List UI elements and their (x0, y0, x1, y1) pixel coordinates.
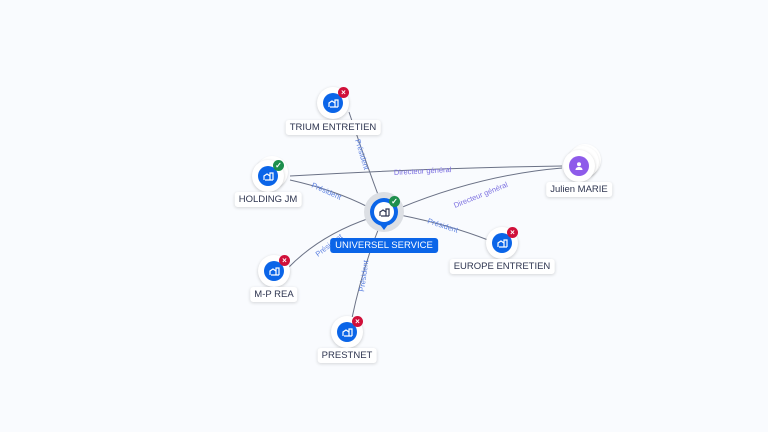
building-icon (264, 261, 284, 281)
edge-mprea[interactable] (287, 217, 371, 269)
edge-europe[interactable] (399, 214, 489, 241)
building-icon (374, 202, 394, 222)
node-label: M-P REA (250, 287, 298, 302)
building-icon (323, 93, 343, 113)
edge-label: Président (357, 259, 370, 293)
node-label: HOLDING JM (234, 192, 302, 207)
node-label: Julien MARIE (546, 182, 612, 197)
edge-prestnet[interactable] (351, 224, 381, 319)
building-icon (258, 166, 278, 186)
edge-label: Président (310, 181, 343, 202)
edge-holding[interactable] (289, 179, 369, 208)
node-label: TRIUM ENTRETIEN (285, 120, 381, 135)
edge-label: Directeur général (394, 165, 452, 177)
node-label: PRESTNET (317, 348, 377, 363)
closed-badge-icon: × (507, 227, 518, 238)
building-icon (492, 233, 512, 253)
edge-label: Président (353, 138, 371, 172)
edge-julien-center[interactable] (399, 167, 563, 209)
node-label: UNIVERSEL SERVICE (330, 238, 438, 253)
closed-badge-icon: × (352, 316, 363, 327)
active-badge-icon: ✓ (273, 160, 284, 171)
edge-julien-holding[interactable] (289, 165, 563, 177)
closed-badge-icon: × (279, 255, 290, 266)
person-icon (569, 156, 589, 176)
active-badge-icon: ✓ (389, 196, 400, 207)
building-icon (337, 322, 357, 342)
node-label: EUROPE ENTRETIEN (449, 259, 555, 274)
closed-badge-icon: × (338, 87, 349, 98)
edge-label: Directeur général (452, 180, 509, 210)
edge-label: Président (426, 216, 460, 235)
